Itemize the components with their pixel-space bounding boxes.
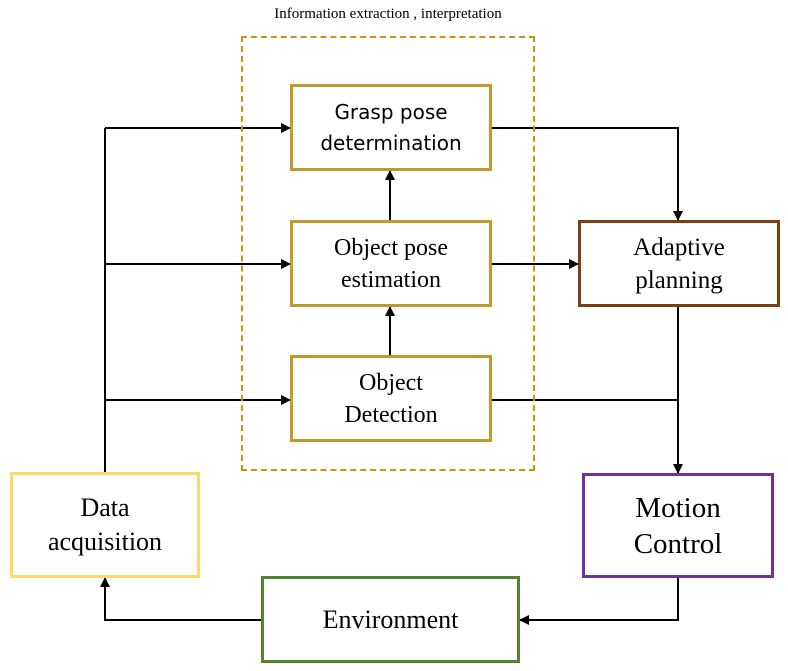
node-object-detection: Object Detection bbox=[290, 355, 492, 442]
node-label-line: Object bbox=[359, 369, 423, 396]
node-label-line: acquisition bbox=[47, 527, 163, 556]
node-label-line: Adaptive bbox=[633, 233, 725, 261]
edge-env-to-data bbox=[100, 577, 261, 621]
group-title: Information extraction , interpretation bbox=[274, 6, 502, 22]
node-label-line: Object pose bbox=[334, 234, 448, 261]
node-label-line: Grasp pose bbox=[334, 99, 448, 124]
node-data-acquisition: Data acquisition bbox=[10, 472, 200, 578]
node-label-line: planning bbox=[635, 266, 723, 294]
edge-grasp-to-adaptive bbox=[492, 127, 683, 221]
node-label-line: determination bbox=[320, 130, 462, 155]
edge-motion-to-env bbox=[519, 578, 679, 625]
node-label-line: Motion bbox=[635, 491, 721, 524]
node-object-pose-estimation: Object pose estimation bbox=[290, 220, 492, 307]
node-label-line: Detection bbox=[344, 401, 438, 428]
node-label-line: Data bbox=[80, 493, 130, 522]
node-adaptive-planning: Adaptive planning bbox=[578, 220, 780, 307]
node-label-line: estimation bbox=[341, 266, 441, 293]
node-label-line: Control bbox=[633, 527, 723, 560]
node-motion-control: Motion Control bbox=[582, 473, 774, 578]
node-label-line: Environment bbox=[322, 604, 459, 634]
group-frame-information-extraction bbox=[241, 36, 535, 471]
node-environment: Environment bbox=[261, 576, 520, 663]
node-grasp-pose-determination: Grasp pose determination bbox=[290, 84, 492, 171]
